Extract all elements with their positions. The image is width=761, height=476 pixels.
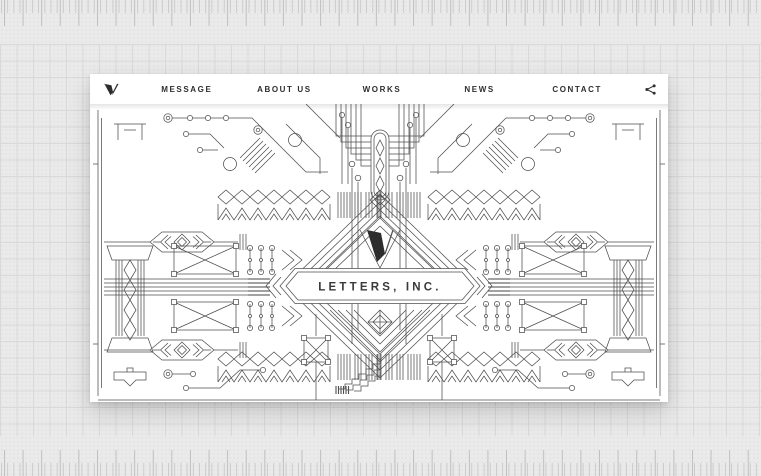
nav-item-about-us[interactable]: ABOUT US	[257, 84, 312, 94]
ruler-top	[0, 0, 761, 27]
brand-logo-v[interactable]	[104, 83, 138, 96]
line-art-svg: LETTERS, INC.	[90, 104, 668, 402]
nav-bar: MESSAGE ABOUT US WORKS NEWS CONTACT	[90, 74, 668, 104]
nav-item-message[interactable]: MESSAGE	[161, 84, 213, 94]
ruler-bottom	[0, 449, 761, 476]
nav-item-contact[interactable]: CONTACT	[552, 84, 603, 94]
central-diamond-art: LETTERS, INC.	[98, 104, 660, 401]
nav-item-works[interactable]: WORKS	[362, 84, 402, 94]
share-button[interactable]	[626, 83, 656, 95]
hero-line-art: LETTERS, INC.	[90, 104, 668, 402]
share-icon	[645, 83, 656, 95]
v-logo-icon	[104, 83, 119, 95]
website-mockup-card: MESSAGE ABOUT US WORKS NEWS CONTACT	[90, 74, 668, 402]
brand-banner: LETTERS, INC.	[279, 268, 481, 304]
nav-menu: MESSAGE ABOUT US WORKS NEWS CONTACT	[138, 85, 626, 94]
nav-item-news[interactable]: NEWS	[464, 84, 495, 94]
brand-banner-text: LETTERS, INC.	[318, 282, 441, 294]
